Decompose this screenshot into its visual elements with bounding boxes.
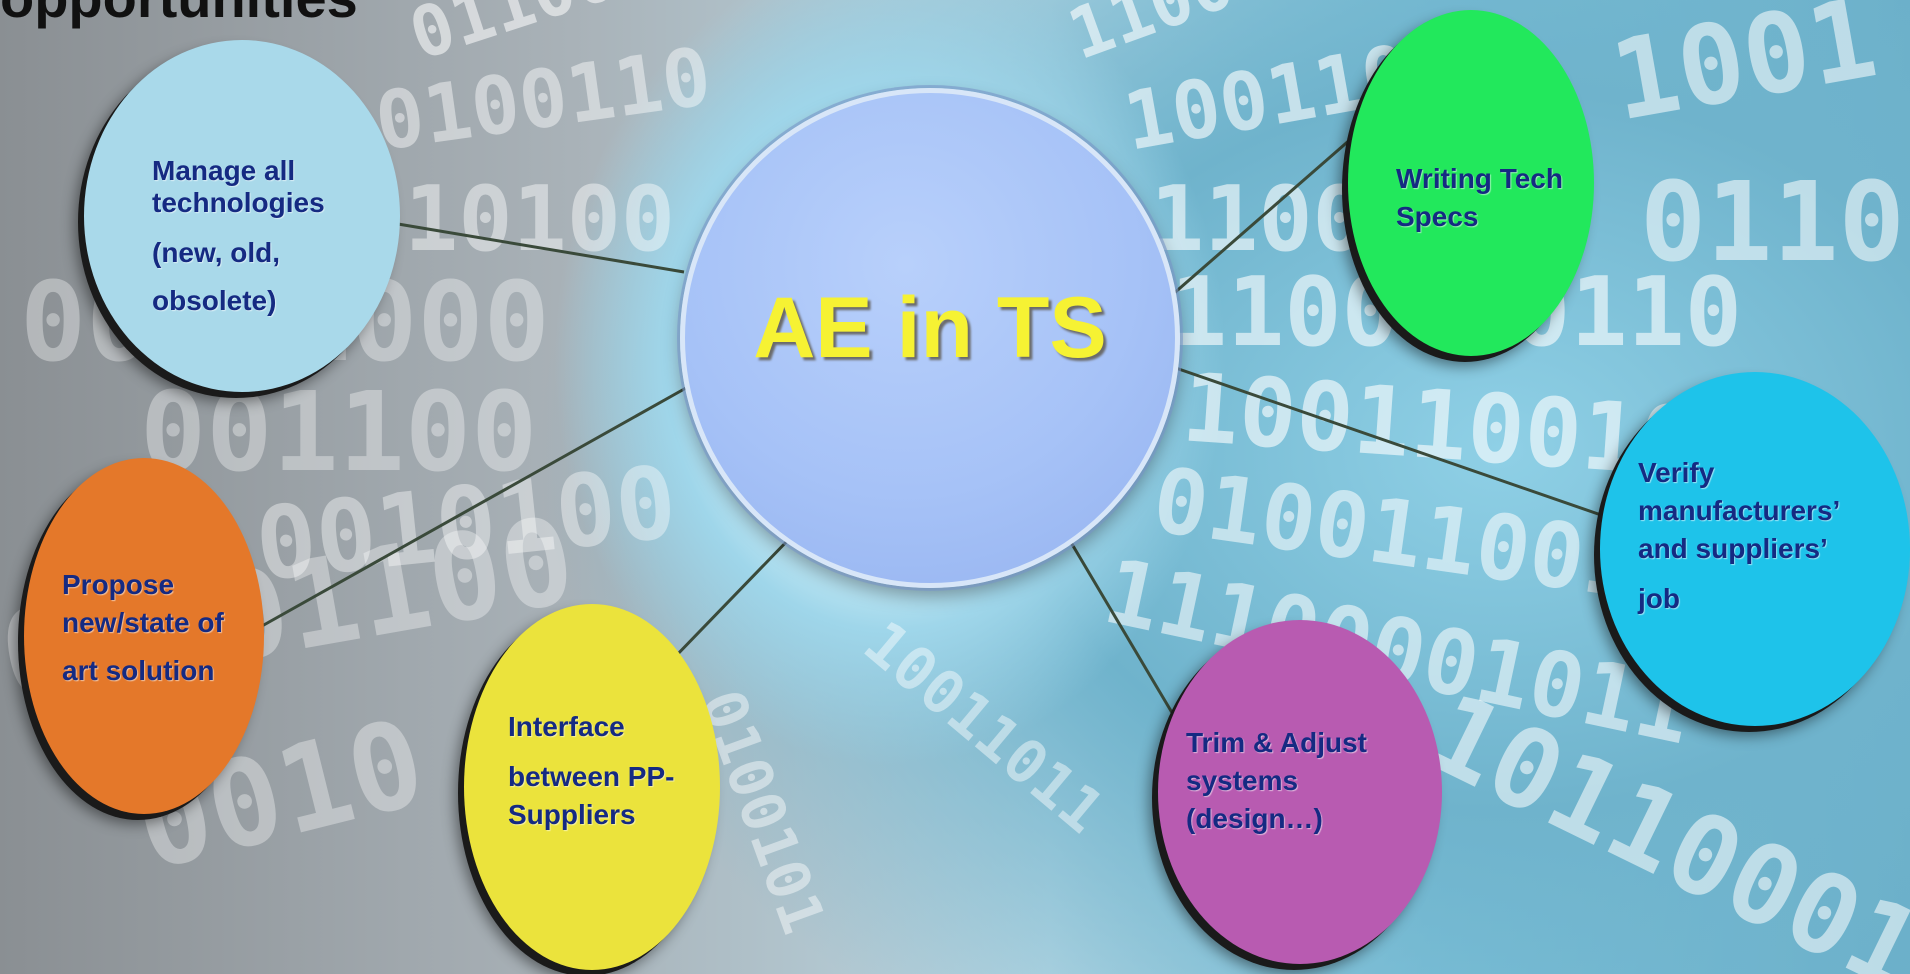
node-interface	[464, 604, 720, 970]
connector-writing	[1163, 136, 1353, 304]
connector-verify	[1169, 364, 1605, 518]
node-manage-line: Manage all	[152, 155, 296, 186]
connector-manage	[397, 222, 685, 274]
connector-interface	[670, 534, 794, 662]
page-title: opportunities	[0, 0, 358, 26]
connector-propose	[261, 386, 687, 628]
node-propose-label: Propose new/state of art solution	[62, 566, 224, 690]
node-trim-line: systems	[1186, 765, 1299, 796]
node-verify-line: Verify	[1638, 457, 1715, 488]
node-verify-line: manufacturers’	[1638, 495, 1841, 526]
node-interface-label: Interface between PP- Suppliers	[508, 708, 674, 834]
node-trim-line: (design…)	[1186, 803, 1323, 834]
node-writing	[1348, 10, 1594, 356]
node-writing-line: Writing Tech	[1396, 163, 1563, 194]
node-trim-label: Trim & Adjust systems (design…)	[1186, 724, 1367, 838]
node-manage-label: Manage all technologies (new, old, obsol…	[152, 152, 325, 320]
node-interface-line: Suppliers	[508, 799, 636, 830]
node-verify	[1600, 372, 1910, 726]
binary-digit-row: 01100	[1640, 158, 1910, 286]
node-propose-line: Propose	[62, 569, 175, 600]
center-node-label: AE in TS	[753, 280, 1107, 376]
node-manage-line: (new, old,	[152, 237, 281, 268]
node-propose-line: art solution	[62, 655, 215, 686]
node-verify-line: and suppliers’	[1638, 533, 1828, 564]
node-interface-line: between PP-	[508, 761, 675, 792]
node-propose	[24, 458, 264, 814]
node-propose-line: new/state of	[62, 607, 224, 638]
node-manage-line: technologies	[152, 187, 325, 218]
binary-digit-row: 001100	[140, 368, 537, 496]
node-verify-label: Verify manufacturers’ and suppliers’ job	[1638, 454, 1840, 618]
node-writing-label: Writing Tech Specs	[1396, 160, 1563, 236]
node-interface-line: Interface	[508, 711, 625, 742]
node-verify-line: job	[1638, 583, 1680, 614]
center-node	[680, 88, 1180, 588]
binary-digit-row: 010100	[350, 167, 675, 272]
node-writing-line: Specs	[1396, 201, 1479, 232]
node-manage-line: obsolete)	[152, 285, 277, 316]
node-manage	[84, 40, 400, 392]
node-trim-line: Trim & Adjust	[1186, 727, 1367, 758]
connector-trim	[1064, 533, 1176, 717]
node-trim	[1158, 620, 1442, 964]
